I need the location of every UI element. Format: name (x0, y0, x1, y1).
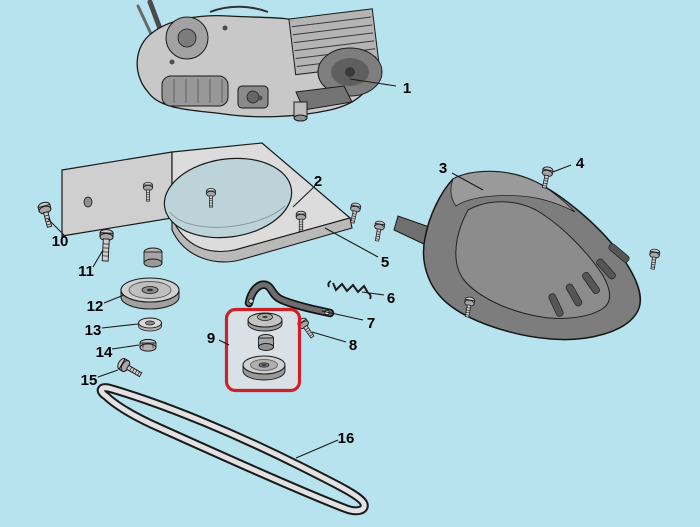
leader-line-2 (292, 185, 316, 208)
callout-label-11[interactable]: 11 (78, 263, 94, 280)
callout-label-5[interactable]: 5 (381, 254, 389, 271)
mounting-plate (61, 142, 353, 263)
leader-line-15 (97, 369, 119, 378)
callout-label-14[interactable]: 14 (96, 344, 113, 361)
plate-center-hole (163, 157, 293, 239)
muffler (161, 75, 229, 107)
callout-label-3[interactable]: 3 (439, 160, 447, 177)
belt-cover (393, 170, 642, 341)
callout-label-2[interactable]: 2 (314, 173, 322, 190)
callout-label-1[interactable]: 1 (403, 80, 411, 97)
leader-line-8 (311, 331, 347, 343)
engine-assembly (136, 0, 383, 122)
callout-label-4[interactable]: 4 (576, 155, 585, 172)
plate-front-flange (171, 217, 353, 263)
leader-line-10 (47, 218, 65, 236)
callout-label-8[interactable]: 8 (349, 337, 357, 354)
callout-label-6[interactable]: 6 (387, 290, 395, 307)
leader-line-1 (349, 78, 397, 87)
leader-line-4 (552, 164, 572, 173)
leader-lines (47, 78, 572, 459)
cover-vent-slots (548, 243, 630, 317)
leader-line-5 (324, 227, 379, 258)
callout-label-13[interactable]: 13 (85, 322, 102, 339)
leader-line-13 (101, 323, 139, 329)
nut-14 (139, 338, 157, 352)
leader-line-16 (295, 439, 339, 459)
leader-line-14 (111, 344, 140, 350)
leader-line-3 (451, 172, 484, 191)
leader-line-11 (92, 249, 104, 268)
idler-bracket (244, 280, 335, 318)
callout-label-7[interactable]: 7 (367, 315, 375, 332)
idler-pulley-kit (242, 312, 286, 381)
leader-line-7 (321, 310, 364, 321)
callout-label-12[interactable]: 12 (87, 298, 104, 315)
washer-13 (138, 317, 162, 332)
engine-pulley (120, 247, 180, 310)
callout-label-15[interactable]: 15 (81, 372, 98, 389)
drive-belt (96, 383, 369, 516)
leader-line-6 (361, 291, 385, 296)
callout-labels: 1 2 3 4 5 6 7 8 9 10 11 12 13 14 15 16 (52, 80, 585, 447)
bolt-11 (99, 229, 114, 262)
leader-line-12 (103, 294, 125, 304)
leader-line-9 (218, 339, 230, 346)
highlighted-part-group[interactable] (224, 307, 302, 393)
callout-label-16[interactable]: 16 (338, 430, 355, 447)
callout-label-10[interactable]: 10 (52, 233, 69, 250)
callout-label-9[interactable]: 9 (207, 330, 215, 347)
